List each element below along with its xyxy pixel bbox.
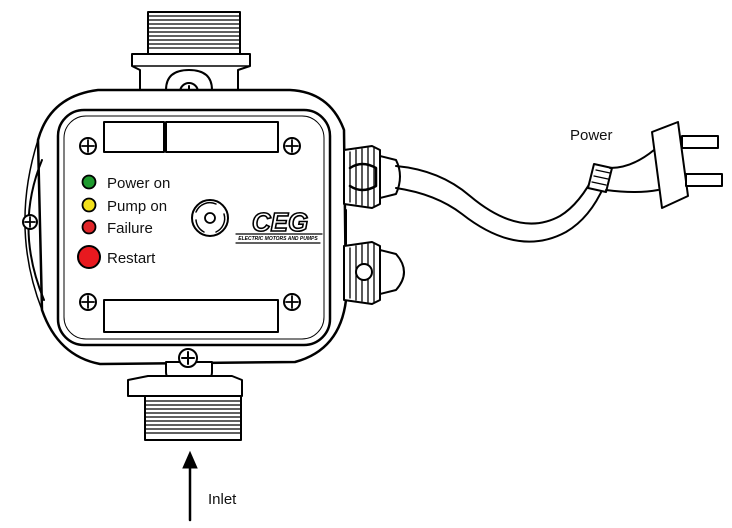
lower-label-window — [103, 299, 279, 333]
pump-on-led — [81, 197, 97, 213]
inlet-screw-icon — [178, 348, 198, 368]
logo-text: CEG — [252, 207, 308, 237]
ceg-emblem-icon — [191, 199, 229, 237]
power-plug-icon — [651, 121, 723, 209]
cover-screw-icon — [283, 137, 301, 155]
cord-strain-relief — [587, 163, 613, 193]
upper-label-window-right — [165, 121, 279, 153]
power-annotation: Power — [570, 127, 613, 144]
inlet-fitting — [127, 348, 243, 441]
cover-screw-icon — [79, 293, 97, 311]
logo-tagline: ELECTRIC MOTORS AND PUMPS — [238, 236, 318, 242]
failure-label: Failure — [107, 220, 153, 237]
failure-led — [81, 219, 97, 235]
restart-button[interactable] — [77, 245, 101, 269]
power-on-led — [81, 174, 97, 190]
inlet-annotation: Inlet — [208, 491, 237, 508]
restart-label: Restart — [107, 250, 156, 267]
power-on-label: Power on — [107, 175, 170, 192]
cover-screw-icon — [283, 293, 301, 311]
inlet-arrow — [182, 450, 198, 522]
side-screw-icon — [22, 214, 38, 230]
ceg-logo: CEG ELECTRIC MOTORS AND PUMPS — [191, 199, 323, 244]
upper-cable-gland — [343, 145, 401, 209]
power-cord — [395, 149, 659, 243]
upper-label-window-left — [103, 121, 165, 153]
lower-cable-gland — [343, 241, 405, 305]
pump-on-label: Pump on — [107, 198, 167, 215]
indicator-panel: Power on Pump on Failure Restart — [77, 174, 170, 269]
cover-screw-icon — [79, 137, 97, 155]
